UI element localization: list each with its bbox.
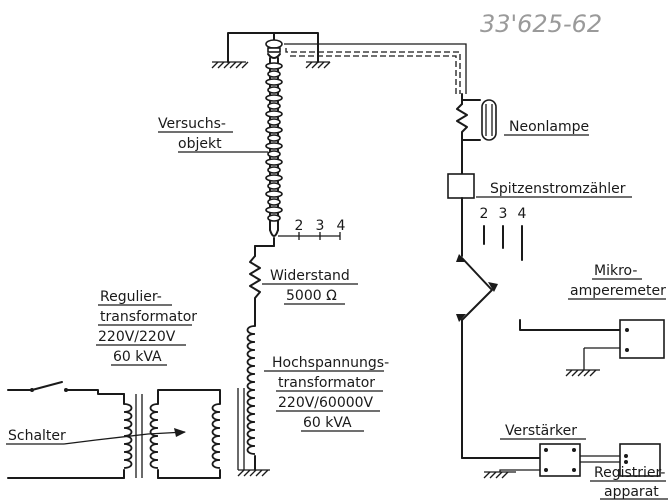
insulator-shed bbox=[267, 134, 281, 142]
peak-current-counter-label: Spitzenstromzähler bbox=[476, 181, 632, 198]
insulator-shed bbox=[267, 70, 281, 78]
test-object-label: Versuchs- objekt bbox=[158, 116, 268, 153]
svg-text:Verstärker: Verstärker bbox=[505, 423, 577, 439]
regulating-transformer-label: Regulier- transformator 220V/220V 60 kVA bbox=[96, 289, 197, 366]
microammeter bbox=[519, 319, 665, 377]
regulating-transformer bbox=[95, 389, 221, 479]
svg-text:2: 2 bbox=[295, 218, 304, 234]
svg-text:Hochspannungs-: Hochspannungs- bbox=[272, 355, 389, 371]
winding-coil bbox=[211, 403, 221, 469]
mains-switch bbox=[7, 381, 125, 479]
insulator-shed bbox=[267, 150, 281, 158]
hv-transformer-label: Hochspannungs- transformator 220V/60000V… bbox=[264, 355, 389, 432]
insulator-shed bbox=[267, 118, 281, 126]
amplifier-label: Verstärker bbox=[500, 423, 586, 440]
hv-transformer bbox=[237, 309, 256, 470]
recorder-label: Registrier- apparat bbox=[590, 465, 668, 500]
insulator-shed bbox=[265, 206, 283, 214]
svg-text:2: 2 bbox=[480, 206, 489, 222]
neon-lamp bbox=[456, 93, 497, 141]
reference-number: 33'625-62 bbox=[480, 10, 602, 38]
svg-text:apparat: apparat bbox=[604, 484, 659, 500]
svg-text:60 kVA: 60 kVA bbox=[113, 349, 162, 365]
insulator-shed bbox=[265, 158, 283, 166]
svg-text:60 kVA: 60 kVA bbox=[303, 415, 352, 431]
svg-text:4: 4 bbox=[518, 206, 527, 222]
svg-text:transformator: transformator bbox=[100, 309, 197, 325]
svg-text:Neonlampe: Neonlampe bbox=[509, 119, 589, 135]
insulator-shed bbox=[265, 142, 283, 150]
insulator-shed bbox=[265, 94, 283, 102]
neon-lamp-label: Neonlampe bbox=[504, 119, 589, 136]
insulator-shed bbox=[267, 166, 281, 174]
resistor-5000-ohm bbox=[249, 237, 275, 311]
svg-text:Versuchs-: Versuchs- bbox=[158, 116, 226, 132]
peak-current-counter bbox=[447, 139, 475, 247]
svg-text:objekt: objekt bbox=[178, 136, 222, 152]
svg-text:Mikro-: Mikro- bbox=[594, 263, 637, 279]
insulator-top-fitting bbox=[265, 32, 283, 53]
winding-coil bbox=[123, 403, 133, 469]
switch-label: Schalter bbox=[6, 428, 97, 445]
winding-coil bbox=[149, 403, 159, 469]
insulator-shed bbox=[267, 198, 281, 206]
svg-text:amperemeter: amperemeter bbox=[570, 283, 666, 299]
counter-terminals: 2 3 4 bbox=[480, 206, 527, 261]
insulator-shed bbox=[267, 86, 281, 94]
shielded-cable bbox=[284, 43, 467, 94]
selector-switch bbox=[456, 245, 498, 459]
insulator-shed bbox=[265, 190, 283, 198]
resistor-label: Widerstand 5000 Ω bbox=[262, 268, 358, 305]
hv-ground-symbol bbox=[237, 467, 270, 477]
winding-coil bbox=[246, 325, 256, 455]
recorder bbox=[580, 443, 661, 477]
svg-text:220V/220V: 220V/220V bbox=[98, 329, 176, 345]
svg-text:Schalter: Schalter bbox=[8, 428, 66, 444]
svg-text:3: 3 bbox=[316, 218, 325, 234]
insulator-shed bbox=[265, 62, 283, 70]
svg-text:Widerstand: Widerstand bbox=[270, 268, 350, 284]
svg-text:Registrier-: Registrier- bbox=[594, 465, 665, 481]
insulator-shed bbox=[267, 214, 281, 222]
svg-text:transformator: transformator bbox=[278, 375, 375, 391]
svg-text:Spitzenstromzähler: Spitzenstromzähler bbox=[490, 181, 626, 197]
insulator-shed bbox=[265, 78, 283, 86]
svg-text:Regulier-: Regulier- bbox=[100, 289, 162, 305]
insulator-shed bbox=[267, 182, 281, 190]
insulator-shed bbox=[267, 102, 281, 110]
insulator-shed bbox=[265, 126, 283, 134]
svg-text:5000 Ω: 5000 Ω bbox=[286, 288, 337, 304]
svg-text:220V/60000V: 220V/60000V bbox=[278, 395, 374, 411]
svg-text:4: 4 bbox=[337, 218, 346, 234]
object-terminals: 2 3 4 bbox=[278, 218, 346, 240]
microammeter-label: Mikro- amperemeter bbox=[568, 263, 666, 300]
insulator-shed bbox=[265, 110, 283, 118]
test-object-insulator bbox=[265, 53, 283, 237]
svg-text:3: 3 bbox=[499, 206, 508, 222]
amplifier bbox=[461, 443, 581, 479]
insulator-shed bbox=[265, 174, 283, 182]
